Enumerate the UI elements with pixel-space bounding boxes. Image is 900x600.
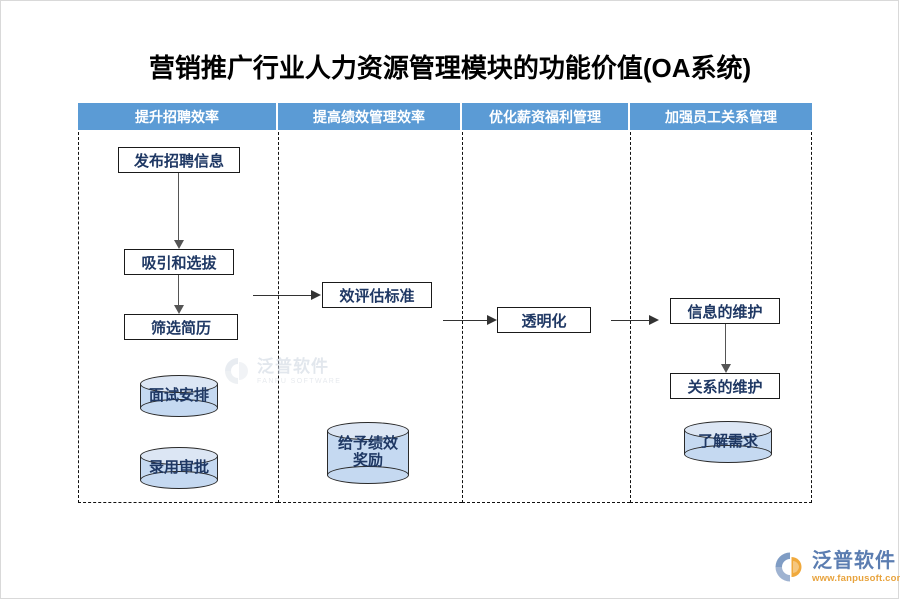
- box-performance-evaluation-criteria[interactable]: 效评估标准: [322, 282, 432, 308]
- header-tab-compensation[interactable]: 优化薪资福利管理: [462, 103, 630, 130]
- box-screen-resumes[interactable]: 筛选简历: [124, 314, 238, 340]
- arrow-right-lane3-lane4: [649, 315, 659, 325]
- connector-line-lane1-lane2: [253, 295, 313, 296]
- page-title: 营销推广行业人力资源管理模块的功能价值(OA系统): [148, 53, 752, 83]
- cylinder-bottom: [327, 466, 409, 484]
- lane-recruitment: [78, 132, 278, 503]
- box-relationship-maintenance[interactable]: 关系的维护: [670, 373, 780, 399]
- lane-employee-relations: [630, 132, 812, 503]
- connector-line-lane2-lane3: [443, 320, 489, 321]
- watermark-logo-icon: [222, 355, 254, 387]
- logo-company-name: 泛普软件: [812, 549, 896, 572]
- connector-line-2: [178, 275, 179, 308]
- watermark-en-text: FANPU SOFTWARE: [257, 377, 342, 385]
- arrow-down-1: [174, 240, 184, 249]
- connector-line-3: [725, 324, 726, 367]
- cylinder-interview-arrangement[interactable]: 面试安排: [140, 375, 218, 417]
- box-information-maintenance[interactable]: 信息的维护: [670, 298, 780, 324]
- cylinder-top: [140, 447, 218, 465]
- cylinder-performance-reward[interactable]: 给予绩效 奖励: [327, 422, 409, 484]
- connector-line-lane3-lane4: [611, 320, 651, 321]
- arrow-right-lane2-lane3: [487, 315, 497, 325]
- arrow-down-2: [174, 305, 184, 314]
- cylinder-label: 录用审批: [148, 458, 209, 476]
- box-transparency[interactable]: 透明化: [497, 307, 591, 333]
- arrow-down-3: [721, 364, 731, 373]
- cylinder-top: [684, 421, 772, 439]
- logo-website-url: www.fanpusoft.com: [812, 572, 900, 584]
- company-logo: 泛普软件 www.fanpusoft.com: [772, 543, 900, 591]
- cylinder-label: 了解需求: [697, 432, 758, 450]
- lane-header-bar: 提升招聘效率 提高绩效管理效率 优化薪资福利管理 加强员工关系管理: [78, 103, 812, 130]
- cylinder-top: [327, 422, 409, 440]
- cylinder-top: [140, 375, 218, 393]
- fanpu-logo-icon: [772, 549, 808, 585]
- cylinder-label: 给予绩效 奖励: [327, 422, 409, 484]
- cylinder-label-line1: 给予绩效: [337, 435, 398, 453]
- swimlane-container: [78, 132, 812, 503]
- watermark-cn-text: 泛普软件: [257, 356, 329, 376]
- center-watermark: 泛普软件 FANPU SOFTWARE: [222, 350, 362, 392]
- box-attract-and-select[interactable]: 吸引和选拔: [124, 249, 234, 275]
- header-tab-recruitment[interactable]: 提升招聘效率: [78, 103, 278, 130]
- cylinder-bottom: [140, 399, 218, 417]
- cylinder-label: 面试安排: [148, 386, 209, 404]
- cylinder-understand-needs[interactable]: 了解需求: [684, 421, 772, 463]
- cylinder-hiring-approval[interactable]: 录用审批: [140, 447, 218, 489]
- lane-compensation: [462, 132, 630, 503]
- header-tab-employee-relations[interactable]: 加强员工关系管理: [630, 103, 812, 130]
- lane-performance: [278, 132, 462, 503]
- connector-line-1: [178, 173, 179, 243]
- cylinder-bottom: [140, 471, 218, 489]
- arrow-right-lane1-lane2: [311, 290, 321, 300]
- box-publish-recruitment-info[interactable]: 发布招聘信息: [118, 147, 240, 173]
- cylinder-bottom: [684, 445, 772, 463]
- header-tab-performance[interactable]: 提高绩效管理效率: [278, 103, 462, 130]
- cylinder-label-line2: 奖励: [352, 452, 383, 469]
